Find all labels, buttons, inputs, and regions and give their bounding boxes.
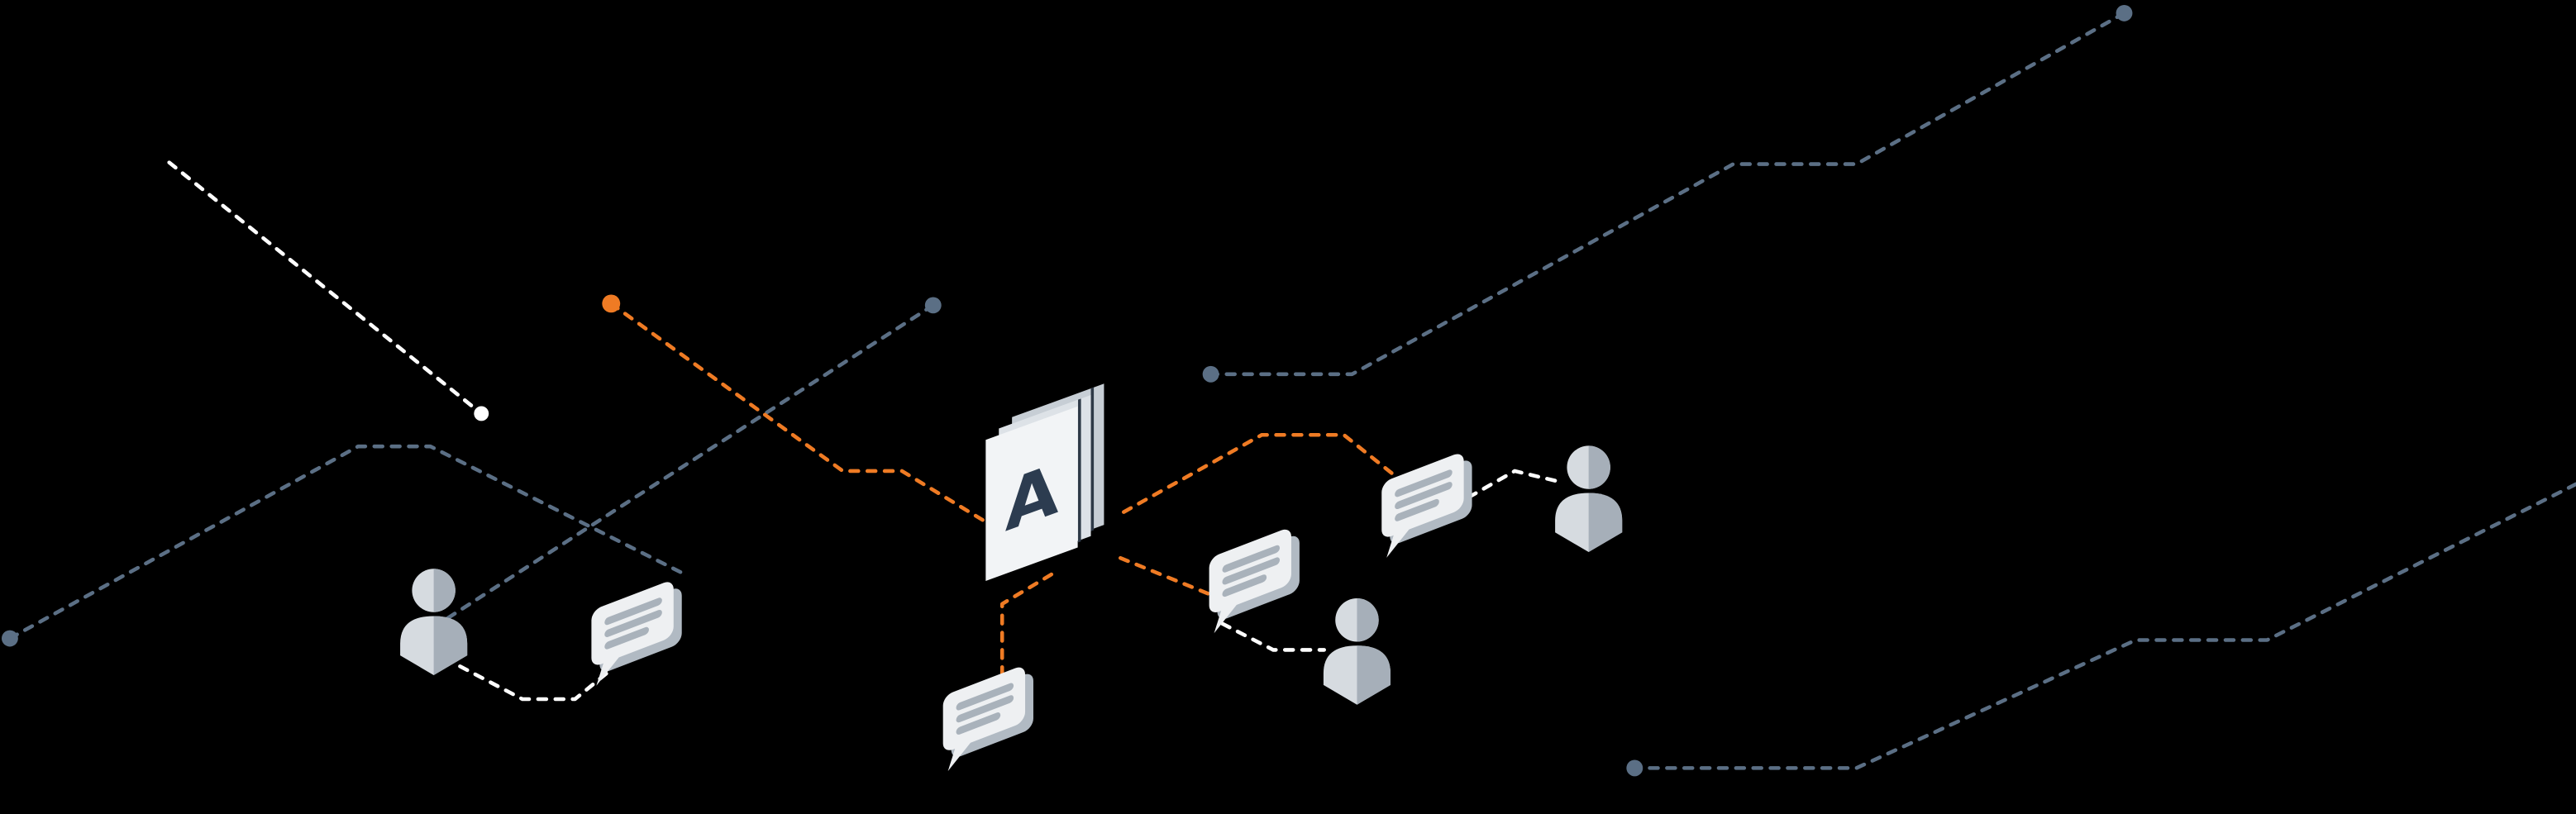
document-stack-icon: A [985,383,1104,582]
dashed-connector-white-message-to-person-center [1220,621,1327,652]
dashed-connector-orange-to-right-message [1119,555,1211,597]
white-line-top-left [167,160,489,421]
endpoint-dot-slate-center [1202,365,1219,383]
dashed-connector-orange-to-far-right-message [1121,432,1395,514]
dashed-connector-slate-bottom-right [1635,482,2576,770]
endpoint-dot-slate-mid-left [924,297,942,314]
document-page-front [985,406,1078,582]
dashed-connector-white-person-left-to-message [458,664,613,702]
dashed-connector-white-message-to-person-right [1467,469,1558,500]
dashed-connector-orange-to-bottom-message [999,572,1054,678]
document-page-edge-line-front [1078,398,1081,543]
endpoint-dot-slate-bottom-right [1626,759,1643,777]
white-connectors [458,469,1558,702]
endpoint-dot-slate-bottom-left [1,630,18,647]
endpoint-dot-orange [602,294,621,313]
orange-network [602,294,1395,678]
dashed-connector-slate-top-right [1214,11,2126,377]
document-letter: A [1005,449,1059,548]
dashed-connector-slate-left-diagonal [445,303,936,621]
endpoint-dot-slate-top-right [2116,4,2133,21]
dashed-connector-white-top-left [167,160,484,416]
background-zigzag-left [1,297,942,647]
dashed-connector-orange-to-document [608,302,988,524]
background-zigzag-top-right [1202,4,2133,383]
dashed-connector-slate-left [7,444,684,640]
endpoint-dot-white [474,406,489,421]
background-zigzag-bottom-right [1626,482,2576,777]
document-page-edge-line-back [1090,387,1095,531]
